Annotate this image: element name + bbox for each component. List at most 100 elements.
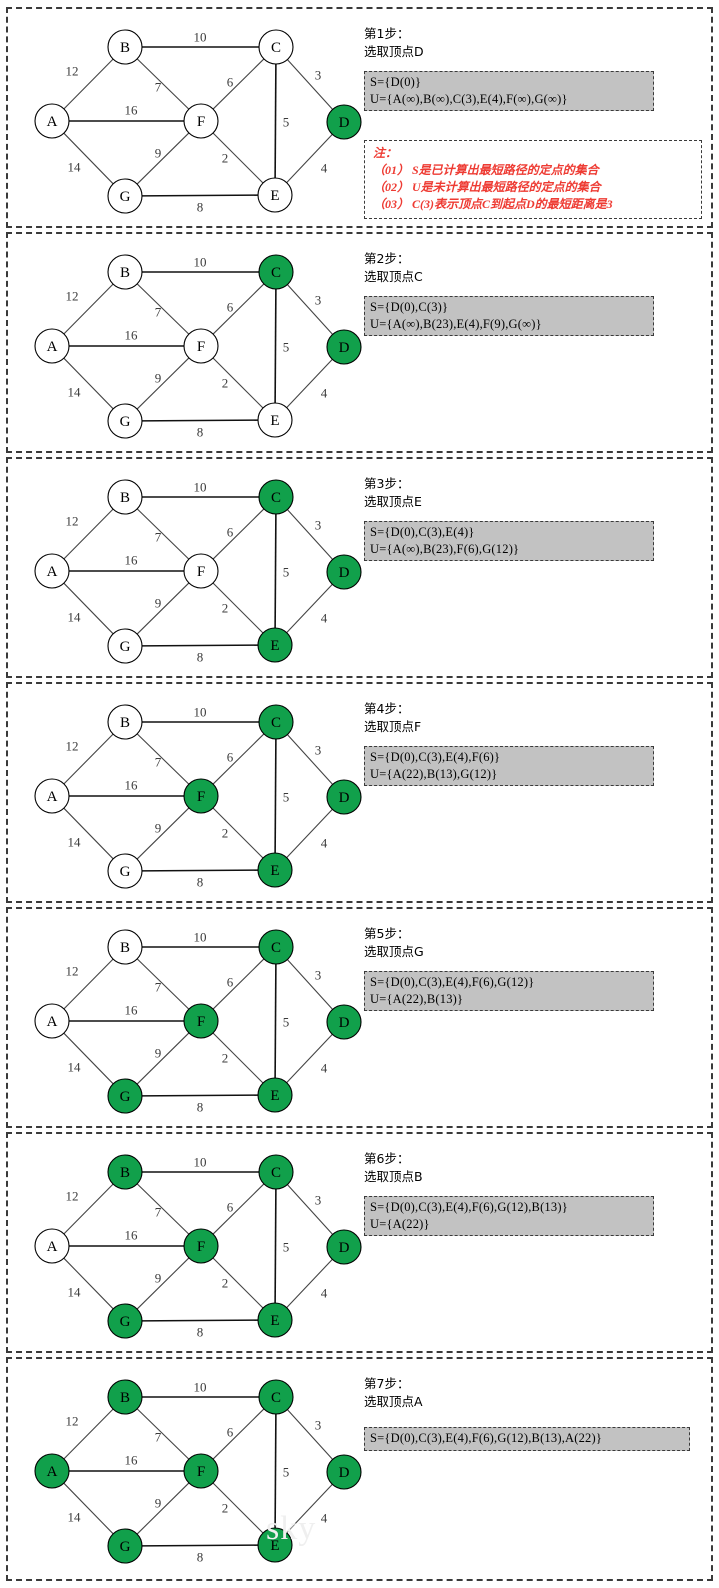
edge-weight-d-e: 4 <box>321 836 328 851</box>
edge-weight-f-e: 2 <box>222 376 229 391</box>
edge-a-g <box>63 1032 114 1085</box>
edge-weight-c-d: 3 <box>315 293 322 308</box>
edge-d-e <box>286 133 333 184</box>
edge-c-e <box>274 63 277 179</box>
edge-weight-d-e: 4 <box>321 161 328 176</box>
edge-f-g <box>136 807 190 860</box>
node-label-f: F <box>197 564 205 580</box>
edge-weight-g-e: 8 <box>197 1550 204 1565</box>
node-label-d: D <box>339 1465 350 1481</box>
node-d <box>326 779 362 815</box>
edge-weight-f-e: 2 <box>222 1276 229 1291</box>
edge-g-e <box>141 1094 259 1097</box>
edge-weight-a-b: 12 <box>66 739 79 754</box>
node-label-d: D <box>339 1240 350 1256</box>
edge-b-f <box>136 1408 190 1460</box>
node-label-g: G <box>120 189 131 205</box>
node-b <box>107 1154 143 1190</box>
node-label-b: B <box>120 1390 130 1406</box>
set-box: S={D(0),C(3),E(4),F(6)} U={A(22),B(13),G… <box>364 746 654 787</box>
set-box: S={D(0),C(3),E(4)} U={A(∞),B(23),F(6),G(… <box>364 521 654 562</box>
edge-weight-c-d: 3 <box>315 968 322 983</box>
edge-weight-b-c: 10 <box>194 705 207 720</box>
node-e <box>257 1527 293 1563</box>
edge-c-e <box>274 738 277 854</box>
edge-c-f <box>212 58 265 110</box>
node-label-a: A <box>47 789 58 805</box>
edge-weight-b-f: 7 <box>155 530 162 545</box>
node-label-a: A <box>47 1464 58 1480</box>
edge-c-e <box>274 963 277 1079</box>
node-label-g: G <box>120 864 131 880</box>
edge-c-d <box>287 284 333 335</box>
node-c <box>258 704 294 740</box>
node-label-g: G <box>120 1089 131 1105</box>
edge-weight-c-f: 6 <box>227 300 234 315</box>
node-label-f: F <box>197 789 205 805</box>
edge-weight-c-f: 6 <box>227 1425 234 1440</box>
edge-c-f <box>212 958 265 1010</box>
node-e <box>257 1077 293 1113</box>
node-label-b: B <box>120 265 130 281</box>
edge-weight-a-f: 16 <box>125 328 139 343</box>
node-label-a: A <box>47 339 58 355</box>
edge-c-e <box>274 1413 277 1529</box>
edge-a-b <box>63 1408 114 1460</box>
edge-f-e <box>212 582 264 634</box>
node-f <box>183 103 219 139</box>
edge-c-f <box>212 1183 265 1235</box>
node-label-c: C <box>271 715 281 731</box>
edge-a-g <box>63 807 114 860</box>
edge-weight-c-e: 5 <box>283 790 290 805</box>
step-title: 第4步： 选取顶点F <box>364 701 422 735</box>
node-label-d: D <box>339 565 350 581</box>
node-label-f: F <box>197 1464 205 1480</box>
edge-d-e <box>286 1483 333 1534</box>
node-label-e: E <box>270 863 279 879</box>
edge-weight-g-e: 8 <box>197 200 204 215</box>
edge-weight-a-b: 12 <box>66 1414 79 1429</box>
node-f <box>183 328 219 364</box>
node-c <box>258 29 294 65</box>
node-label-f: F <box>197 1014 205 1030</box>
edge-weight-a-f: 16 <box>125 1453 139 1468</box>
edge-weight-c-f: 6 <box>227 750 234 765</box>
edge-weight-a-b: 12 <box>66 514 79 529</box>
edge-weight-g-e: 8 <box>197 1325 204 1340</box>
edge-weight-g-e: 8 <box>197 425 204 440</box>
edge-weight-b-f: 7 <box>155 80 162 95</box>
node-e <box>257 402 293 438</box>
edge-weight-a-f: 16 <box>125 1228 139 1243</box>
edge-c-f <box>212 283 265 335</box>
edge-a-b <box>63 283 114 335</box>
edge-weight-c-f: 6 <box>227 1200 234 1215</box>
edge-a-g <box>63 1482 114 1535</box>
edge-weight-a-b: 12 <box>66 1189 79 1204</box>
edge-weight-c-e: 5 <box>283 340 290 355</box>
edge-weight-g-e: 8 <box>197 650 204 665</box>
edge-weight-a-g: 14 <box>68 1510 82 1525</box>
edge-b-f <box>136 1183 190 1235</box>
edge-weight-f-g: 9 <box>155 371 162 386</box>
edge-weight-c-e: 5 <box>283 1240 290 1255</box>
node-f <box>183 1003 219 1039</box>
node-label-c: C <box>271 40 281 56</box>
edge-weight-f-g: 9 <box>155 821 162 836</box>
node-b <box>107 29 143 65</box>
edge-weight-b-f: 7 <box>155 755 162 770</box>
edge-c-d <box>287 959 333 1010</box>
edge-f-e <box>212 357 264 409</box>
node-label-g: G <box>120 639 131 655</box>
edge-weight-a-g: 14 <box>68 610 82 625</box>
edge-weight-c-f: 6 <box>227 75 234 90</box>
set-box: S={D(0),C(3),E(4),F(6),G(12),B(13),A(22)… <box>364 1427 690 1451</box>
